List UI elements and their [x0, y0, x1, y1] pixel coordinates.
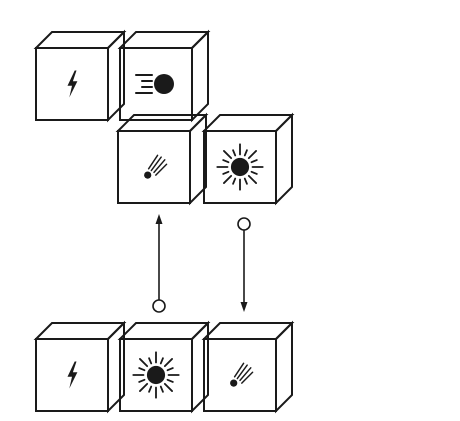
down-arrow-head: [240, 302, 248, 312]
cube-front-face: [35, 338, 109, 412]
fast-ball-icon: [135, 73, 175, 95]
meteor-icon: [143, 154, 168, 180]
lightning-bolt-icon: [67, 361, 78, 389]
cube-side-face: [275, 112, 293, 206]
sun-burst-icon: [132, 351, 180, 399]
bottom-group: [33, 320, 295, 414]
cube-front-face: [35, 47, 109, 121]
cube-top-row1-col2: [117, 29, 211, 123]
cube-front-face: [203, 338, 277, 412]
meteor-icon: [229, 362, 254, 388]
up-arrow-head: [155, 214, 163, 224]
cube-front-face: [117, 130, 191, 204]
swap-up-arrow: [152, 214, 166, 313]
cube-bottom-col3: [201, 320, 295, 414]
cube-top-row2-col1: [115, 112, 209, 206]
cube-bottom-col2: [117, 320, 211, 414]
cube-side-face: [191, 29, 209, 123]
cube-bottom-col1: [33, 320, 127, 414]
cube-front-face: [119, 338, 193, 412]
sun-burst-icon: [216, 143, 264, 191]
up-arrow-origin-circle: [152, 299, 166, 313]
cube-top-row1-col1: [33, 29, 127, 123]
cube-front-face: [119, 47, 193, 121]
down-arrow-origin-circle: [237, 217, 251, 231]
lightning-bolt-icon: [67, 70, 78, 98]
top-group: [33, 29, 295, 206]
cube-top-row2-col2: [201, 112, 295, 206]
cube-front-face: [203, 130, 277, 204]
swap-down-arrow: [237, 217, 251, 312]
cube-side-face: [275, 320, 293, 414]
